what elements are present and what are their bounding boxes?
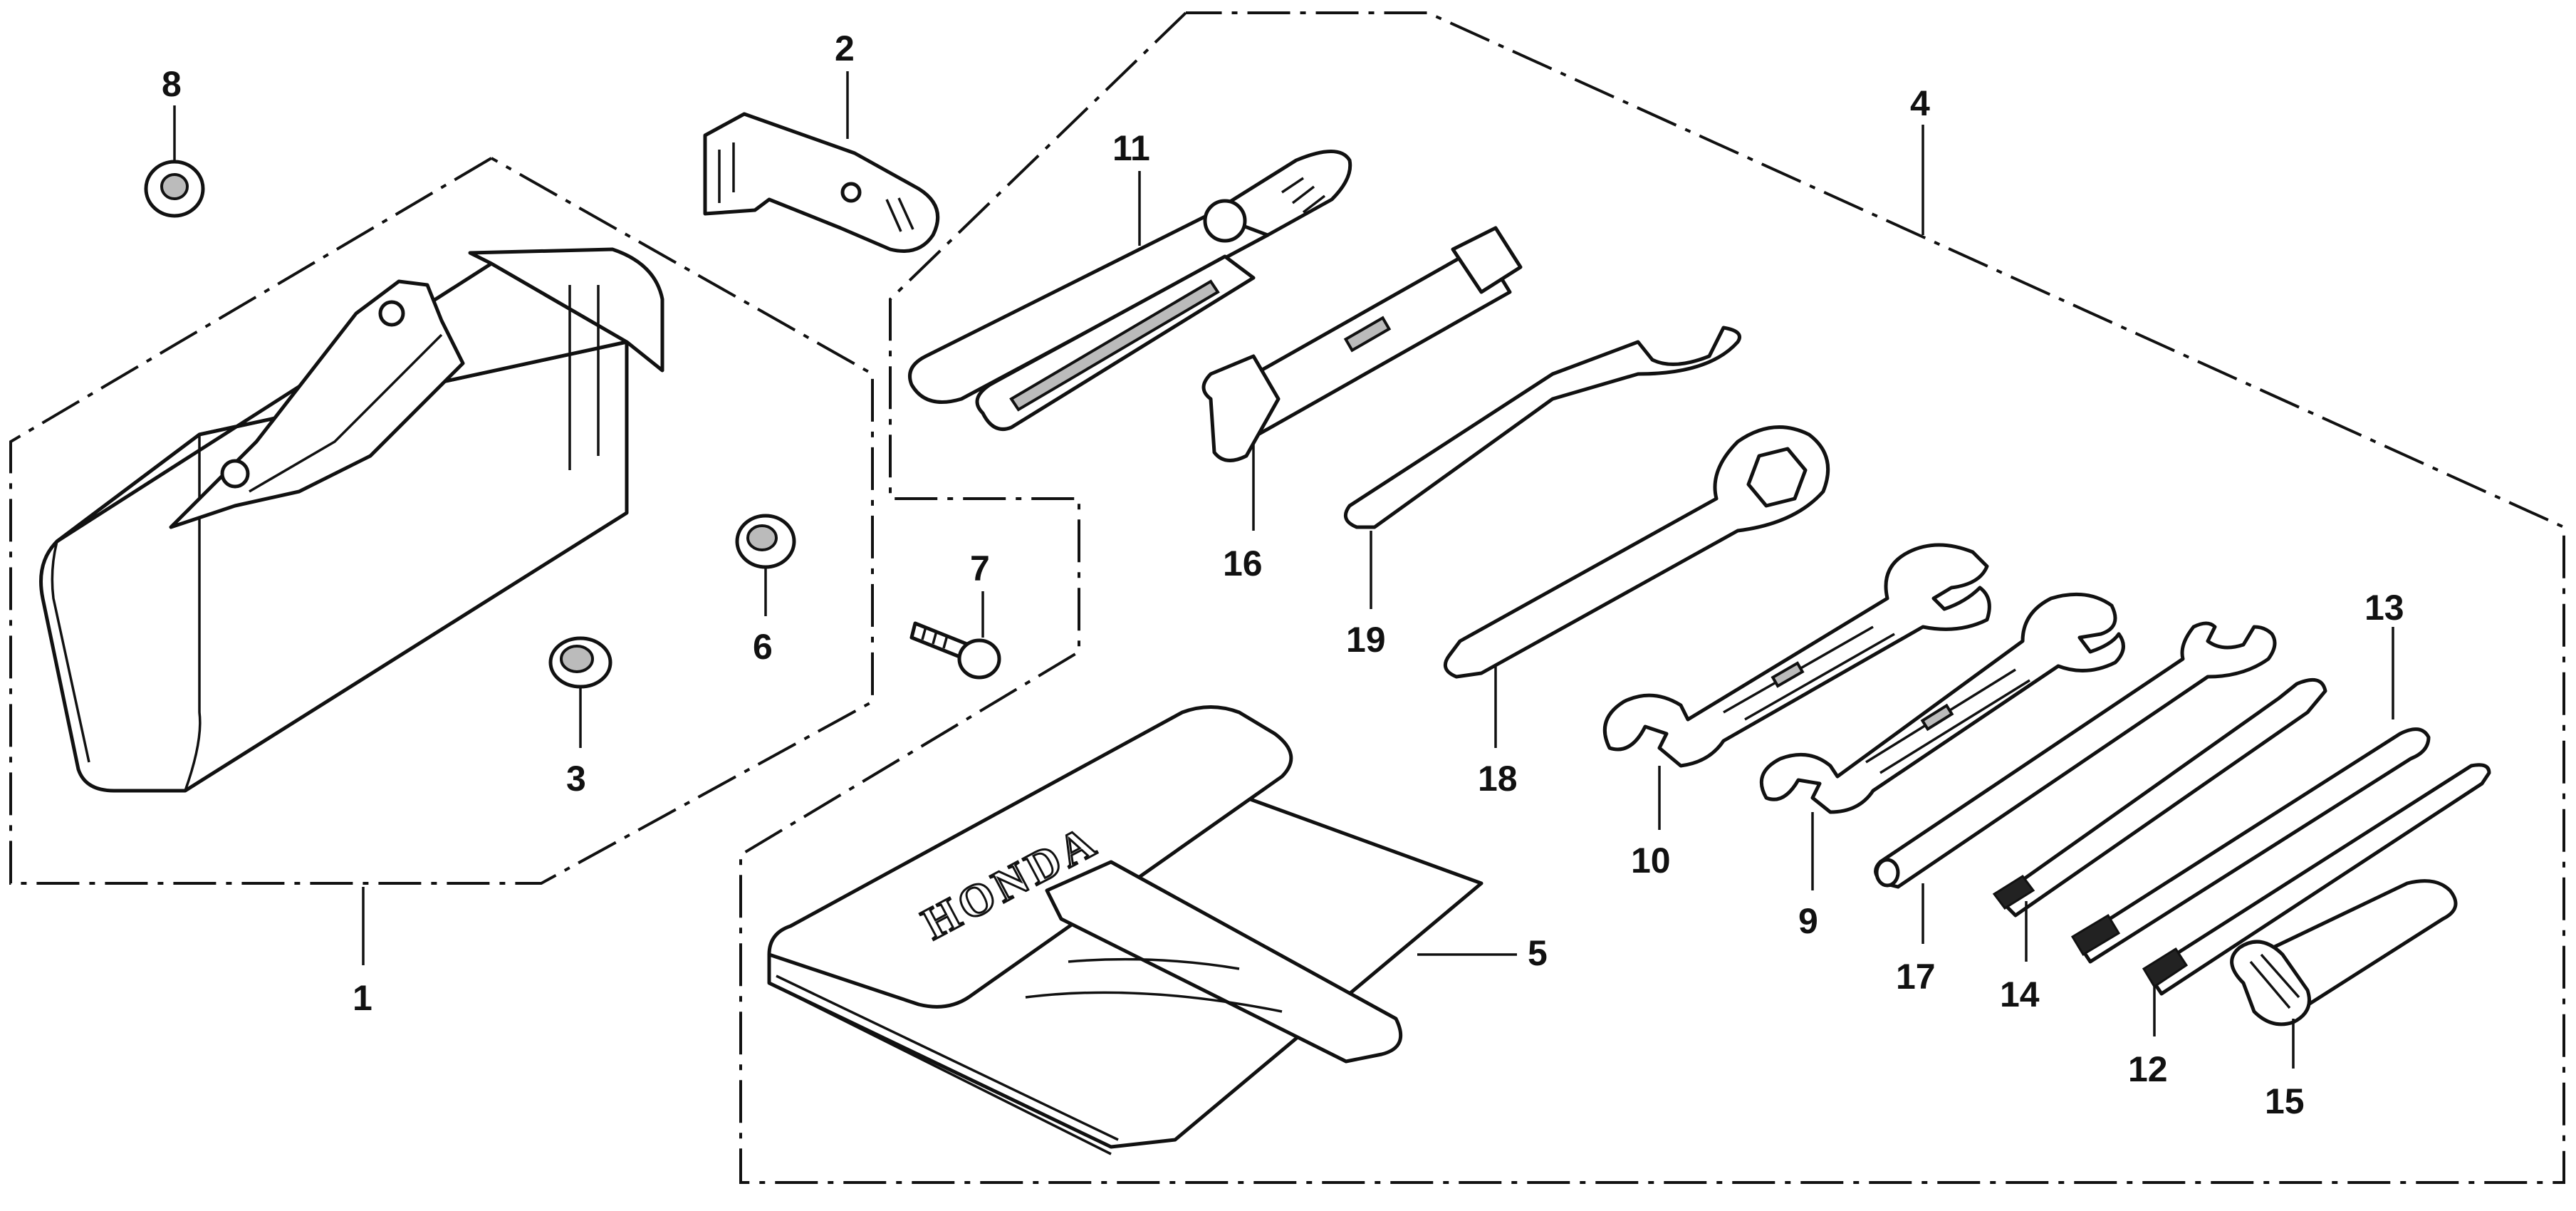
callout-12: 12 [2128, 1049, 2168, 1089]
callout-18: 18 [1478, 759, 1518, 799]
callout-3: 3 [566, 759, 586, 799]
callout-14: 14 [2000, 974, 2040, 1014]
spark-plug-wrench [1201, 226, 1523, 462]
wrench-handle-bar [1874, 621, 2277, 889]
callout-19: 19 [1346, 620, 1386, 660]
tool-bag: HONDA [767, 705, 1483, 1155]
pin-spanner [1343, 326, 1741, 529]
open-end-wrench-10 [1602, 543, 1991, 768]
callout-2: 2 [835, 28, 855, 68]
toolset-group-outline [739, 11, 2565, 1184]
pliers [908, 150, 1352, 431]
tool-box-case [39, 247, 664, 793]
nut [144, 160, 205, 218]
open-end-wrench-9 [1759, 592, 2125, 814]
callout-4: 4 [1910, 83, 1930, 123]
callout-6: 6 [753, 627, 773, 667]
grommet-6 [735, 514, 796, 569]
flat-screwdriver-bit [1992, 677, 2327, 918]
callout-15: 15 [2265, 1081, 2305, 1121]
callout-10: 10 [1631, 841, 1671, 880]
callout-9: 9 [1798, 901, 1818, 941]
screwdriver-handle [2230, 879, 2458, 1027]
hex-box-wrench [1443, 425, 1830, 679]
grommet-3 [548, 636, 612, 689]
callout-17: 17 [1896, 957, 1936, 997]
screwdriver-bit [2142, 763, 2491, 996]
callout-5: 5 [1528, 933, 1548, 973]
callout-13: 13 [2364, 588, 2404, 628]
callout-1: 1 [353, 978, 372, 1018]
callout-11: 11 [1112, 128, 1150, 168]
callout-8: 8 [162, 64, 182, 104]
bracket [703, 112, 940, 253]
callout-16: 16 [1223, 544, 1263, 583]
bolt [909, 621, 1001, 680]
callout-7: 7 [970, 549, 990, 588]
phillips-screwdriver-bit [2070, 727, 2431, 964]
toolbox-group-outline [9, 157, 874, 885]
